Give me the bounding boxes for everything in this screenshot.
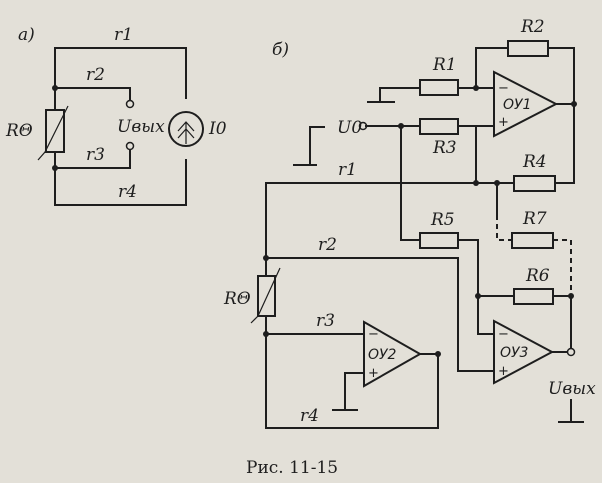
panel-a: a) r1 r2 r3 r4 RΘ Uвых I0: [5, 25, 227, 206]
ou3-minus-sign: −: [498, 327, 509, 342]
input-ground: [293, 126, 325, 166]
opamp-ou1: [493, 70, 559, 138]
node: [571, 101, 577, 107]
resistor-r1: [419, 79, 459, 96]
node: [398, 123, 404, 129]
terminal-a-top: [125, 99, 135, 109]
figure-caption: Рис. 11-15: [246, 458, 338, 478]
resistor-r4: [513, 175, 556, 192]
wire-ou3-minus: [477, 295, 495, 335]
output-terminal: [566, 347, 576, 357]
wire-r2: [475, 47, 575, 184]
wire-a-r3: [54, 149, 131, 169]
wire-r1: [367, 87, 495, 103]
output-ground: [558, 399, 584, 423]
current-source-arrows: [177, 121, 195, 144]
wire-r3-b: [265, 315, 365, 335]
ou1-plus-sign: +: [498, 115, 509, 130]
label-b-r2: r2: [318, 235, 337, 255]
panel-b-tag: б): [272, 40, 289, 60]
wire-a-r2: [54, 87, 131, 101]
label-ou3: ОУ3: [500, 345, 528, 361]
label-r6: R6: [525, 266, 550, 286]
label-b-thermistor: RΘ: [223, 289, 251, 309]
thermistor-a-slash: [37, 105, 69, 161]
wire-r7-dashed: [496, 215, 572, 298]
node: [263, 255, 269, 261]
node: [435, 351, 441, 357]
label-input: U0: [337, 118, 362, 138]
label-ou2: ОУ2: [368, 347, 397, 363]
node-a: [52, 165, 58, 171]
label-a-r2: r2: [86, 65, 105, 85]
resistor-r2: [507, 40, 549, 57]
wire-r4-nodes: [475, 125, 498, 216]
ou3-plus-sign: +: [498, 364, 509, 379]
node: [473, 180, 479, 186]
ou1-minus-sign: −: [498, 81, 509, 96]
label-a-output: Uвых: [117, 117, 165, 137]
node: [473, 85, 479, 91]
label-r5: R5: [430, 210, 455, 230]
wire-a-r1: [54, 47, 187, 99]
wire-ou2-plus-ground: [332, 372, 365, 411]
label-b-r1: r1: [338, 160, 357, 180]
resistor-r7: [511, 232, 554, 249]
label-r7: R7: [522, 209, 547, 229]
label-a-r1: r1: [114, 25, 133, 45]
opamp-ou3: [493, 319, 555, 385]
resistor-r6: [513, 288, 554, 305]
wire-r5: [400, 125, 479, 297]
thermistor-b-slash: [250, 267, 281, 324]
node: [494, 180, 500, 186]
node: [568, 293, 574, 299]
label-r1: R1: [432, 55, 457, 75]
resistor-r5: [419, 232, 459, 249]
opamp-ou2: [363, 320, 423, 388]
panel-a-tag: a): [18, 25, 35, 45]
label-r2: R2: [520, 17, 545, 37]
label-b-r3: r3: [316, 311, 335, 331]
node-a: [52, 85, 58, 91]
ou2-minus-sign: −: [368, 327, 379, 342]
label-b-r4: r4: [300, 406, 319, 426]
ou2-plus-sign: +: [368, 366, 379, 381]
label-a-r4: r4: [118, 182, 137, 202]
panel-b: б) U0 R1 R2 R3 R4 R5 R6 R7 r1 r2 r3 r4 R…: [223, 17, 596, 429]
label-b-output: Uвых: [548, 379, 596, 399]
label-a-source: I0: [208, 119, 227, 139]
label-ou1: ОУ1: [503, 97, 531, 113]
label-r3: R3: [432, 138, 457, 158]
label-r4: R4: [522, 152, 547, 172]
resistor-r3: [419, 118, 459, 135]
wire-r4-b: [265, 333, 439, 429]
label-a-thermistor: RΘ: [5, 121, 33, 141]
terminal-a-bottom: [125, 141, 135, 151]
label-a-r3: r3: [86, 145, 105, 165]
